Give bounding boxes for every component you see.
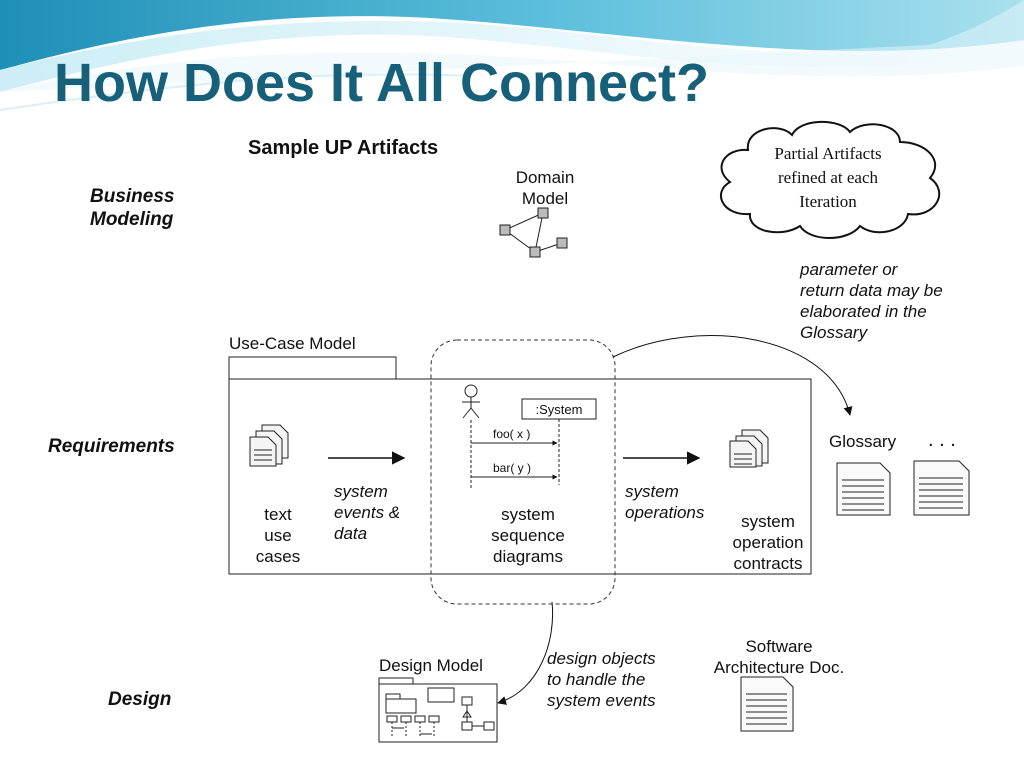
glossary-note-line-1: parameter or [800,260,898,279]
design-model-icon [378,677,498,743]
cloud-note-line-2: refined at each [777,168,879,187]
glossary-ellipsis: . . . [928,429,956,451]
system-events-label: system events & data [334,481,400,544]
use-case-model-label: Use-Case Model [229,334,356,353]
row-label-design: Design [108,689,172,710]
contracts-doc-icon [729,429,769,468]
system-lifeline-label: :System [536,402,583,417]
text-use-cases-line-1: text [264,505,292,524]
text-use-cases-line-3: cases [255,547,301,566]
actor-icon [462,384,480,490]
glossary-doc-icon [836,462,891,516]
glossary-note-line-4: Glossary [800,323,868,342]
domain-model-line-2: Model [521,189,569,208]
glossary-note-line-2: return data may be [800,281,943,300]
business-modeling-line-1: Business [90,186,175,207]
glossary-note: parameter or return data may be elaborated… [800,259,943,343]
row-label-requirements: Requirements [48,436,175,457]
design-objects-line-1: design objects [547,649,656,668]
system-events-line-3: data [334,524,368,543]
ssd-line-3: diagrams [493,547,563,566]
system-operations-label: system operations [625,481,704,523]
msg-bar-label: bar( y ) [493,461,531,475]
text-use-cases-line-2: use [264,526,292,545]
system-events-line-1: system [334,482,388,501]
glossary-doc-icon-2 [913,460,970,516]
op-contracts-line-2: operation [732,533,804,552]
arrow-to-design-model [497,601,554,705]
msg-foo-label: foo( x ) [493,427,530,441]
design-model-label: Design Model [379,656,483,675]
op-contracts-label: system operation contracts [722,511,814,574]
architecture-doc-line-1: Software [745,637,813,656]
arrow-to-glossary [612,335,853,416]
cloud-callout-shape [719,120,941,239]
architecture-doc-line-2: Architecture Doc. [713,658,845,677]
business-modeling-line-2: Modeling [90,209,174,230]
cloud-note-line-3: Iteration [799,192,857,211]
system-operations-line-1: system [625,482,679,501]
cloud-note-line-1: Partial Artifacts [774,144,882,163]
ssd-line-2: sequence [491,526,565,545]
ssd-highlight-box [430,339,616,605]
text-use-cases-label: text use cases [238,504,318,567]
glossary-label: Glossary [829,432,897,451]
ssd-line-1: system [501,505,555,524]
use-cases-doc-icon [249,424,289,467]
system-operations-line-2: operations [625,503,705,522]
ssd-label: system sequence diagrams [466,504,590,567]
op-contracts-line-3: contracts [733,554,803,573]
system-events-line-2: events & [334,503,401,522]
architecture-doc-icon [740,676,794,732]
page-title: How Does It All Connect? [54,53,710,113]
design-objects-line-2: to handle the [547,670,646,689]
design-objects-note: design objects to handle the system events [547,648,656,711]
use-case-model-frame [228,356,812,575]
op-contracts-line-1: system [741,512,795,531]
glossary-note-line-3: elaborated in the [800,302,927,321]
diagram-heading: Sample UP Artifacts [248,137,439,159]
domain-model-icon [499,207,568,258]
domain-model-line-1: Domain [515,168,575,187]
design-objects-line-3: system events [547,691,656,710]
